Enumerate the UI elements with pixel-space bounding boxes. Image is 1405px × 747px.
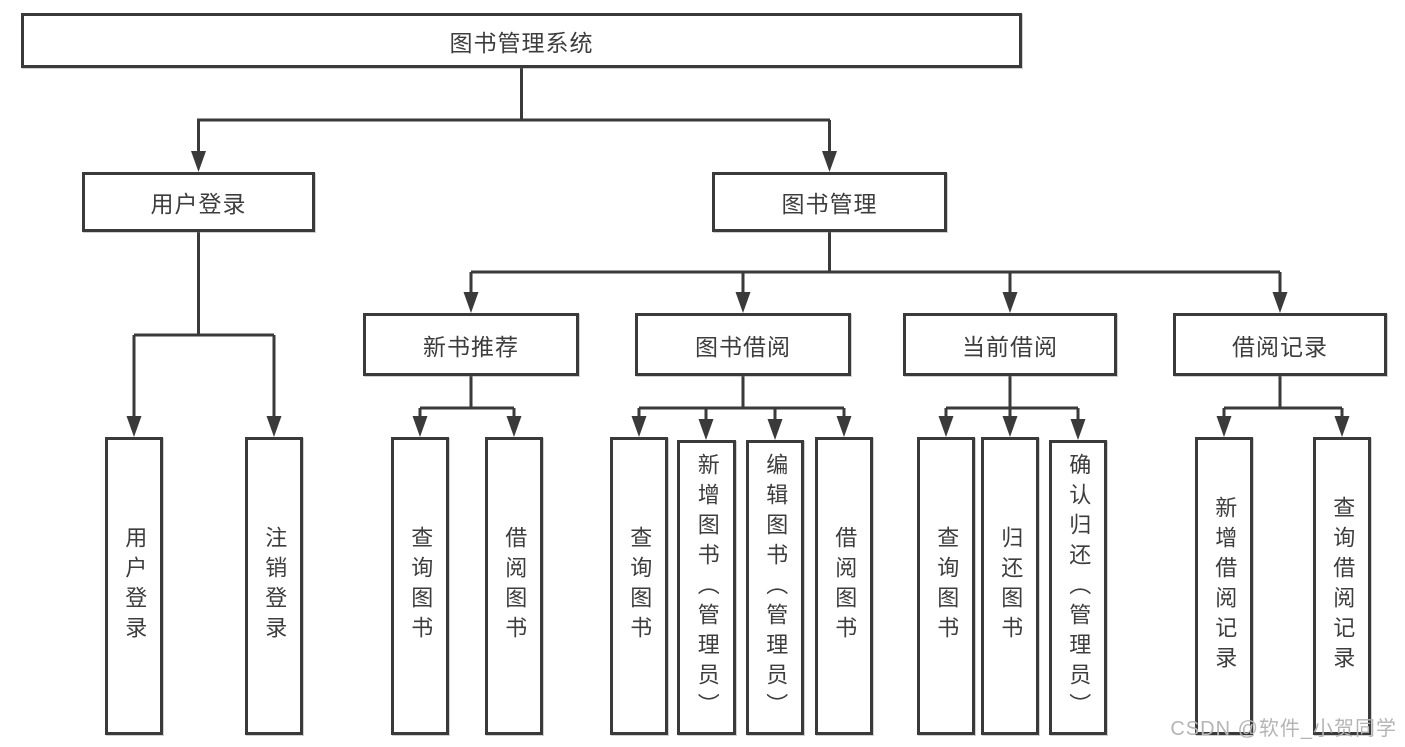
watermark: CSDN @软件_小贺同学 [1170,718,1397,740]
connector-bookborrow-to-leaves [637,376,846,419]
leaf-logout: 注销登录 [245,437,303,735]
leaf-borrow-books-borrowing: 借阅图书 [815,437,873,735]
node-current-borrowing-label: 当前借阅 [962,333,1058,360]
leaf-query-borrow-record-label: 查询借阅记录 [1330,496,1356,676]
leaf-user-login-label: 用户登录 [122,526,148,646]
leaf-confirm-return-admin: 确认归还（管理员） [1049,440,1107,735]
node-book-management: 图书管理 [712,172,947,232]
leaf-query-books-recommend-label: 查询图书 [408,526,434,646]
leaf-edit-books-admin: 编辑图书（管理员） [746,440,804,735]
node-new-book-recommend-label: 新书推荐 [423,333,519,360]
leaf-add-borrow-record-label: 新增借阅记录 [1212,496,1238,676]
node-current-borrowing: 当前借阅 [903,313,1117,376]
leaf-logout-label: 注销登录 [262,526,288,646]
leaf-query-books-borrowing-label: 查询图书 [627,526,653,646]
leaf-add-borrow-record: 新增借阅记录 [1195,437,1253,735]
leaf-add-books-admin: 新增图书（管理员） [677,440,736,735]
leaf-edit-books-admin-label: 编辑图书（管理员） [763,452,789,723]
leaf-query-books-borrowing: 查询图书 [610,437,668,735]
node-borrowing-records-label: 借阅记录 [1232,333,1328,360]
leaf-query-borrow-record: 查询借阅记录 [1313,437,1371,735]
leaf-borrow-books-borrowing-label: 借阅图书 [832,526,858,646]
leaf-user-login: 用户登录 [105,437,163,735]
leaf-query-books-recommend: 查询图书 [391,437,449,735]
leaf-borrow-books-recommend-label: 借阅图书 [502,526,528,646]
node-book-borrowing-label: 图书借阅 [695,333,791,360]
connector-currentborrow-to-leaves [944,376,1080,419]
leaf-query-books-current: 查询图书 [917,437,975,735]
connector-bookmgmt-to-level3 [469,232,1282,296]
node-borrowing-records: 借阅记录 [1173,313,1387,376]
connector-userlogin-to-leaves [132,232,276,419]
leaf-return-books: 归还图书 [981,437,1039,735]
connector-newbook-to-leaves [418,376,516,419]
node-user-login: 用户登录 [82,172,315,232]
leaf-add-books-admin-label: 新增图书（管理员） [694,452,720,723]
leaf-query-books-current-label: 查询图书 [934,526,960,646]
leaf-confirm-return-admin-label: 确认归还（管理员） [1066,452,1092,723]
node-new-book-recommend: 新书推荐 [363,313,579,376]
node-book-management-label: 图书管理 [781,191,878,217]
leaf-borrow-books-recommend: 借阅图书 [485,437,543,735]
node-book-borrowing: 图书借阅 [635,313,851,376]
leaf-return-books-label: 归还图书 [998,526,1024,646]
node-root-label: 图书管理系统 [449,29,594,56]
connector-root-to-level2 [197,68,831,154]
node-user-login-label: 用户登录 [150,191,247,217]
connector-borrowrecord-to-leaves [1222,376,1344,419]
node-root: 图书管理系统 [21,13,1022,68]
